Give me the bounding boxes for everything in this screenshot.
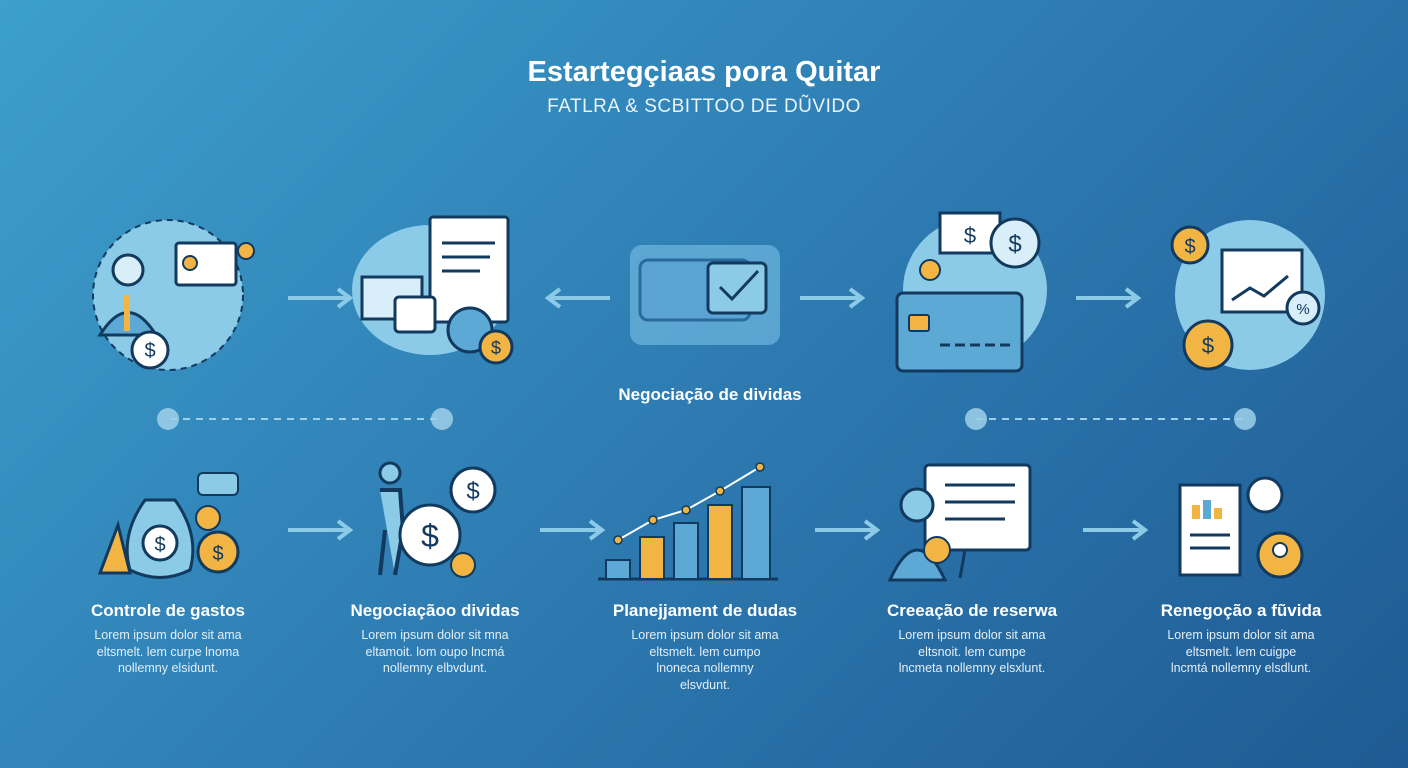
step-negociacao-dividas: Negociaçãoo dividas Lorem ipsum dolor si… (305, 601, 565, 677)
arrow-right-icon (815, 519, 881, 541)
dollar-chart-gear-icon: $ % $ (1170, 220, 1325, 371)
arrow-right-icon (540, 519, 606, 541)
middle-caption: Negociação de dividas (618, 385, 802, 404)
step-renegociacao: Renegoção a fũvida Lorem ipsum dolor sit… (1111, 601, 1371, 677)
document-laptop-gear-icon: $ (352, 215, 514, 365)
svg-text:$: $ (1184, 236, 1195, 258)
step-title: Negociaçãoo dividas (350, 601, 520, 620)
person-monitor-dollar-icon: $ (92, 219, 255, 371)
step-title: Creeação de reserwa (886, 601, 1058, 620)
step-criacao-reserva: Creeação de reserwa Lorem ipsum dolor si… (842, 601, 1102, 677)
report-gear-user-icon (1178, 476, 1304, 579)
person-coins-icon: $ $ (378, 461, 497, 578)
step-description: Lorem ipsum dolor sit ama eltsmelt. lem … (94, 628, 242, 675)
credit-card-dollar-icon: $ $ (895, 211, 1047, 373)
svg-text:$: $ (144, 340, 155, 362)
svg-text:$: $ (212, 543, 223, 565)
step-title: Controle de gastos (91, 601, 245, 620)
step-description: Lorem ipsum dolor sit mna eltamoit. lom … (361, 628, 509, 675)
growth-bar-chart-icon (598, 462, 778, 581)
svg-text:$: $ (491, 338, 501, 358)
person-monitor-checklist-icon (887, 463, 1032, 582)
step-description: Lorem ipsum dolor sit ama eltsmelt. lem … (631, 628, 779, 692)
step-controle-de-gastos: Controle de gastos Lorem ipsum dolor sit… (38, 601, 298, 677)
step-title: Planejjament de dudas (612, 601, 798, 620)
arrow-right-icon (1083, 519, 1149, 541)
arrow-right-icon (1076, 287, 1142, 309)
card-check-icon (630, 245, 780, 345)
page-subtitle: FATLRA & SCBITTOO DE DŨVIDO (547, 96, 861, 117)
page-title: Estartegçiaas pora Quitar (527, 56, 881, 88)
arrow-right-icon (288, 519, 354, 541)
svg-text:$: $ (466, 478, 479, 505)
step-description: Lorem ipsum dolor sit ama eltsnoit. lem … (898, 628, 1046, 675)
timeline-connector (157, 408, 1256, 430)
arrow-right-icon (288, 287, 354, 309)
svg-text:$: $ (421, 518, 439, 554)
svg-text:$: $ (154, 534, 165, 556)
arrow-left-icon (544, 287, 610, 309)
svg-text:$: $ (1008, 231, 1021, 258)
money-bag-coins-icon: $ $ (97, 472, 240, 579)
svg-text:%: % (1296, 301, 1309, 318)
step-planejamento: Planejjament de dudas Lorem ipsum dolor … (575, 601, 835, 693)
svg-text:$: $ (1202, 333, 1214, 358)
svg-text:$: $ (964, 223, 976, 248)
step-title: Renegoção a fũvida (1160, 601, 1322, 620)
step-description: Lorem ipsum dolor sit ama eltsmelt. lem … (1167, 628, 1315, 675)
arrow-right-icon (800, 287, 866, 309)
